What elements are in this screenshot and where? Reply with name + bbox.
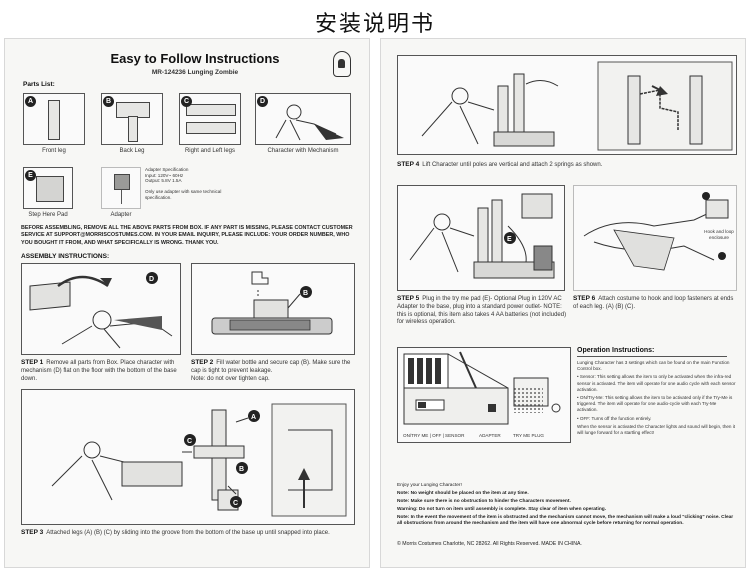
svg-text:A: A [251,414,256,421]
operation-instructions: Operation Instructions: Lunging Characte… [577,347,737,459]
operation-note: When the sensor is activated the Charact… [577,423,736,435]
part-c-badge: C [181,96,192,107]
step3-illustration: A C C B [21,389,355,525]
svg-text:E: E [507,236,512,243]
adapter-frame [101,167,141,209]
doc-subtitle: MR-124236 Lunging Zombie [151,69,239,76]
instruction-page-left: Easy to Follow Instructions MR-124236 Lu… [4,38,370,568]
part-b-label: Back Leg [119,148,145,154]
adapter-port-label: ADAPTER [479,433,501,438]
page-heading: 安装说明书 [314,12,435,37]
copyright-footer: © Morris Costumes Charlotte, NC 28262. A… [397,541,582,547]
parts-list-label: Parts List: [23,81,55,88]
svg-text:B: B [239,466,244,473]
part-d-frame [255,93,351,145]
part-c-label: Right and Left legs [184,148,236,154]
svg-text:D: D [149,276,154,283]
note-1: Note: No weight should be placed on the … [397,491,529,496]
step6-illustration [573,185,737,291]
part-b-badge: B [103,96,114,107]
step1-illustration: D [21,263,181,355]
zombie-character-sketch [275,104,344,141]
part-e-label: Step Here Pad [28,212,68,218]
speaker-grille [513,387,543,413]
operation-title: Operation Instructions: [577,347,655,354]
part-b-frame [101,93,163,145]
enjoy-text: Enjoy your Lunging Character! [397,483,462,488]
front-leg-sketch [48,100,60,140]
switch-labels: ON/TRY ME | OFF | SENSOR [403,433,465,438]
adapter-spec: Adapter Specification Input: 120V~ 60Hz … [145,167,189,184]
doc-title: Easy to Follow Instructions [110,51,280,66]
step4-illustration [397,55,737,155]
missing-parts-warning: BEFORE ASSEMBLING, REMOVE ALL THE ABOVE … [21,225,353,246]
note-3: Warning: Do not turn on item until assem… [397,507,607,512]
part-e-badge: E [25,170,36,181]
step2-illustration: B [191,263,355,355]
control-box-illustration [397,347,571,443]
assembly-label: ASSEMBLY INSTRUCTIONS: [21,253,110,260]
step-pad-sketch [36,176,64,202]
step5-illustration: E [397,185,565,291]
brand-logo-icon [333,51,351,77]
part-d-badge: D [257,96,268,107]
adapter-plug-icon [114,174,130,190]
adapter-label: Adapter [110,212,132,218]
operation-sensor: • Sensor: This setting allows the item t… [577,374,736,392]
svg-text:C: C [233,500,238,507]
hook-loop-label: Hook and loop enclosure [704,229,734,240]
operation-tryme: • ON/Try-Me: This setting allows the ite… [577,394,733,413]
back-leg-sketch [128,116,138,142]
operation-intro: Lunging Character has 3 settings which c… [577,360,730,372]
adapter-note: Only use adapter with same technical spe… [145,189,222,200]
part-a-badge: A [25,96,36,107]
left-leg-sketch [186,122,236,134]
note-2: Note: Make sure there is no obstruction … [397,499,571,504]
tryme-plug-label: TRY ME PLUG [513,433,544,438]
right-leg-sketch [186,104,236,116]
svg-text:C: C [187,438,192,445]
part-d-label: Character with Mechanism [267,148,339,154]
part-a-frame [23,93,85,145]
part-a-label: Front leg [42,148,66,154]
note-4: Note: In the event the movement of the i… [397,515,734,527]
operation-off: • OFF: Turns off the function entirely. [577,415,652,421]
svg-text:B: B [303,290,308,297]
